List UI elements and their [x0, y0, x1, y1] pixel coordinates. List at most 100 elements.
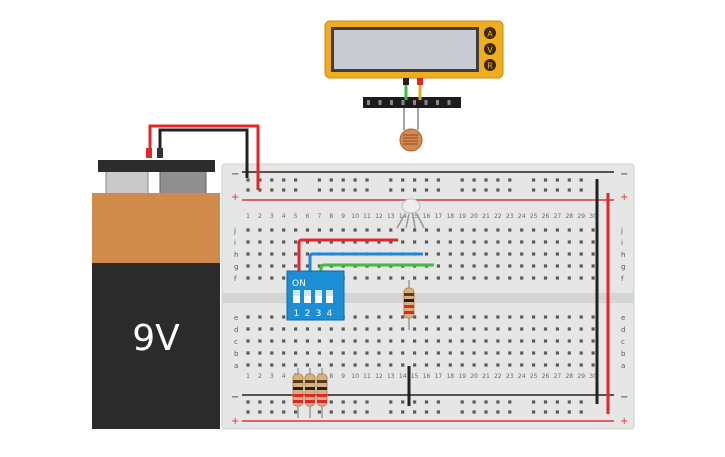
- breadboard-hole[interactable]: [365, 410, 369, 414]
- breadboard-hole[interactable]: [413, 327, 417, 331]
- breadboard-hole[interactable]: [543, 240, 548, 244]
- breadboard-hole[interactable]: [294, 178, 298, 182]
- breadboard-hole[interactable]: [472, 315, 476, 319]
- breadboard-hole[interactable]: [567, 264, 571, 268]
- breadboard-hole[interactable]: [424, 339, 429, 343]
- breadboard-hole[interactable]: [448, 276, 452, 280]
- breadboard-hole[interactable]: [448, 240, 452, 244]
- breadboard-hole[interactable]: [258, 228, 262, 232]
- breadboard-hole[interactable]: [270, 228, 274, 232]
- breadboard-hole[interactable]: [294, 351, 298, 355]
- breadboard-hole[interactable]: [579, 252, 583, 256]
- breadboard-hole[interactable]: [270, 264, 274, 268]
- mode-r-button[interactable]: R: [484, 59, 496, 71]
- breadboard-hole[interactable]: [282, 315, 286, 319]
- breadboard-hole[interactable]: [484, 400, 488, 404]
- breadboard-hole[interactable]: [555, 315, 559, 319]
- breadboard-hole[interactable]: [353, 240, 357, 244]
- breadboard-hole[interactable]: [496, 327, 500, 331]
- breadboard-hole[interactable]: [543, 252, 548, 256]
- breadboard-hole[interactable]: [270, 178, 274, 182]
- breadboard-hole[interactable]: [270, 276, 274, 280]
- breadboard-hole[interactable]: [365, 327, 369, 331]
- breadboard-hole[interactable]: [341, 410, 345, 414]
- jumper-wire-blue[interactable]: [308, 252, 423, 271]
- breadboard-hole[interactable]: [508, 228, 512, 232]
- breadboard-hole[interactable]: [282, 188, 286, 192]
- breadboard-hole[interactable]: [448, 351, 452, 355]
- breadboard-hole[interactable]: [543, 264, 548, 268]
- breadboard-hole[interactable]: [424, 400, 429, 404]
- breadboard-hole[interactable]: [341, 228, 345, 232]
- breadboard-hole[interactable]: [448, 264, 452, 268]
- breadboard-hole[interactable]: [270, 315, 274, 319]
- resistor-bottom-3[interactable]: [316, 368, 328, 418]
- breadboard-hole[interactable]: [591, 252, 595, 256]
- breadboard-hole[interactable]: [413, 188, 417, 192]
- breadboard-hole[interactable]: [496, 228, 500, 232]
- breadboard-hole[interactable]: [567, 178, 571, 182]
- breadboard-hole[interactable]: [282, 410, 286, 414]
- breadboard-hole[interactable]: [294, 188, 298, 192]
- breadboard-hole[interactable]: [401, 351, 405, 355]
- breadboard-hole[interactable]: [532, 410, 536, 414]
- breadboard-hole[interactable]: [341, 339, 345, 343]
- breadboard-hole[interactable]: [555, 351, 559, 355]
- breadboard-hole[interactable]: [353, 315, 357, 319]
- breadboard-hole[interactable]: [460, 339, 464, 343]
- breadboard-hole[interactable]: [555, 228, 559, 232]
- breadboard-hole[interactable]: [365, 400, 369, 404]
- breadboard-hole[interactable]: [532, 178, 536, 182]
- breadboard-hole[interactable]: [317, 410, 321, 414]
- breadboard-hole[interactable]: [305, 351, 310, 355]
- breadboard-hole[interactable]: [567, 363, 571, 367]
- breadboard-hole[interactable]: [282, 351, 286, 355]
- breadboard-hole[interactable]: [508, 351, 512, 355]
- breadboard-hole[interactable]: [377, 228, 381, 232]
- breadboard-hole[interactable]: [424, 228, 429, 232]
- breadboard-hole[interactable]: [389, 240, 393, 244]
- breadboard-hole[interactable]: [424, 188, 429, 192]
- breadboard-hole[interactable]: [270, 339, 274, 343]
- breadboard-hole[interactable]: [413, 240, 417, 244]
- breadboard-hole[interactable]: [401, 410, 405, 414]
- breadboard-hole[interactable]: [543, 410, 548, 414]
- breadboard-hole[interactable]: [258, 351, 262, 355]
- breadboard-hole[interactable]: [460, 178, 464, 182]
- battery-red-wire[interactable]: [148, 124, 260, 190]
- breadboard-hole[interactable]: [555, 188, 559, 192]
- breadboard-hole[interactable]: [246, 327, 250, 331]
- breadboard-hole[interactable]: [484, 188, 488, 192]
- breadboard-hole[interactable]: [353, 228, 357, 232]
- breadboard-hole[interactable]: [329, 228, 333, 232]
- probe-black-tip[interactable]: [403, 78, 409, 85]
- dip-toggle-2[interactable]: [304, 290, 311, 303]
- breadboard-hole[interactable]: [270, 410, 274, 414]
- breadboard-hole[interactable]: [460, 363, 464, 367]
- breadboard-hole[interactable]: [532, 351, 536, 355]
- breadboard-hole[interactable]: [329, 400, 333, 404]
- breadboard-hole[interactable]: [401, 400, 405, 404]
- breadboard-hole[interactable]: [246, 400, 250, 404]
- breadboard-hole[interactable]: [567, 351, 571, 355]
- breadboard-hole[interactable]: [484, 327, 488, 331]
- breadboard-hole[interactable]: [496, 315, 500, 319]
- dip-toggle-4[interactable]: [326, 290, 333, 303]
- breadboard-hole[interactable]: [532, 228, 536, 232]
- breadboard-hole[interactable]: [567, 327, 571, 331]
- mode-v-button[interactable]: V: [484, 43, 496, 55]
- breadboard-hole[interactable]: [282, 276, 286, 280]
- breadboard-hole[interactable]: [317, 264, 321, 268]
- breadboard-hole[interactable]: [377, 240, 381, 244]
- breadboard-hole[interactable]: [305, 264, 310, 268]
- breadboard-hole[interactable]: [496, 400, 500, 404]
- breadboard-hole[interactable]: [436, 188, 440, 192]
- breadboard-hole[interactable]: [436, 327, 440, 331]
- breadboard-hole[interactable]: [472, 410, 476, 414]
- multimeter[interactable]: A V R: [324, 20, 504, 85]
- breadboard-hole[interactable]: [532, 188, 536, 192]
- battery-black-wire[interactable]: [158, 128, 249, 178]
- breadboard-hole[interactable]: [365, 315, 369, 319]
- breadboard-hole[interactable]: [329, 339, 333, 343]
- breadboard-hole[interactable]: [579, 240, 583, 244]
